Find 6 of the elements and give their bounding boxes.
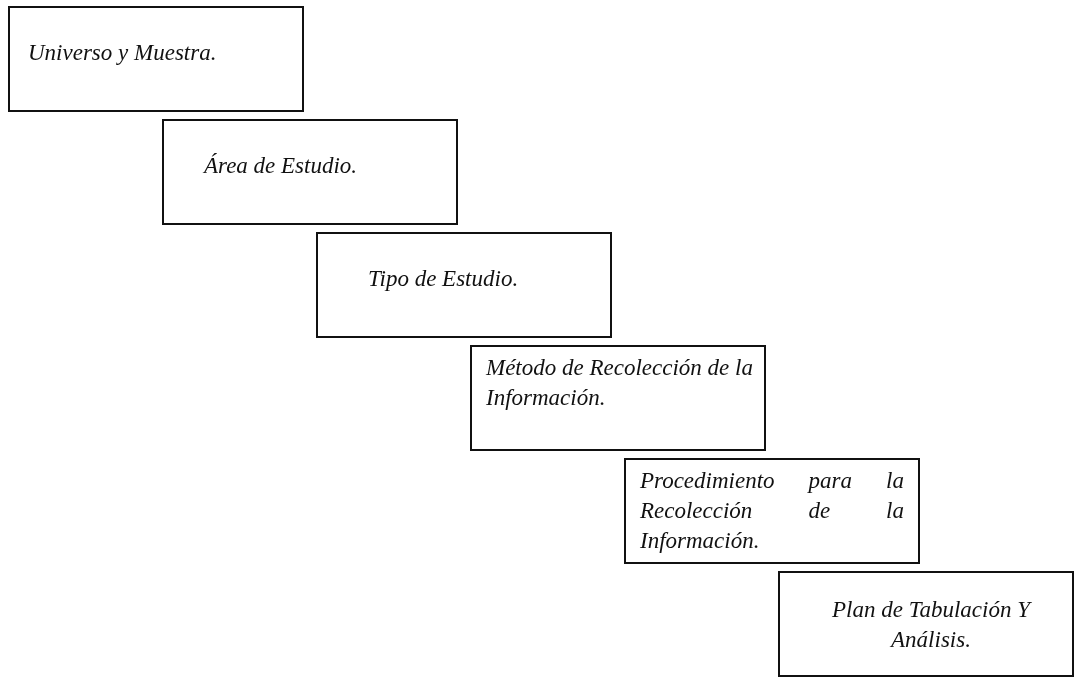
process-box: Tipo de Estudio.: [316, 232, 612, 338]
process-box: Procedimiento para la Recolección de la Información.: [624, 458, 920, 564]
process-box: Universo y Muestra.: [8, 6, 304, 112]
process-box: Área de Estudio.: [162, 119, 458, 225]
process-box: Plan de Tabulación Y Análisis.: [778, 571, 1074, 677]
process-box: Método de Recolección de la Información.: [470, 345, 766, 451]
